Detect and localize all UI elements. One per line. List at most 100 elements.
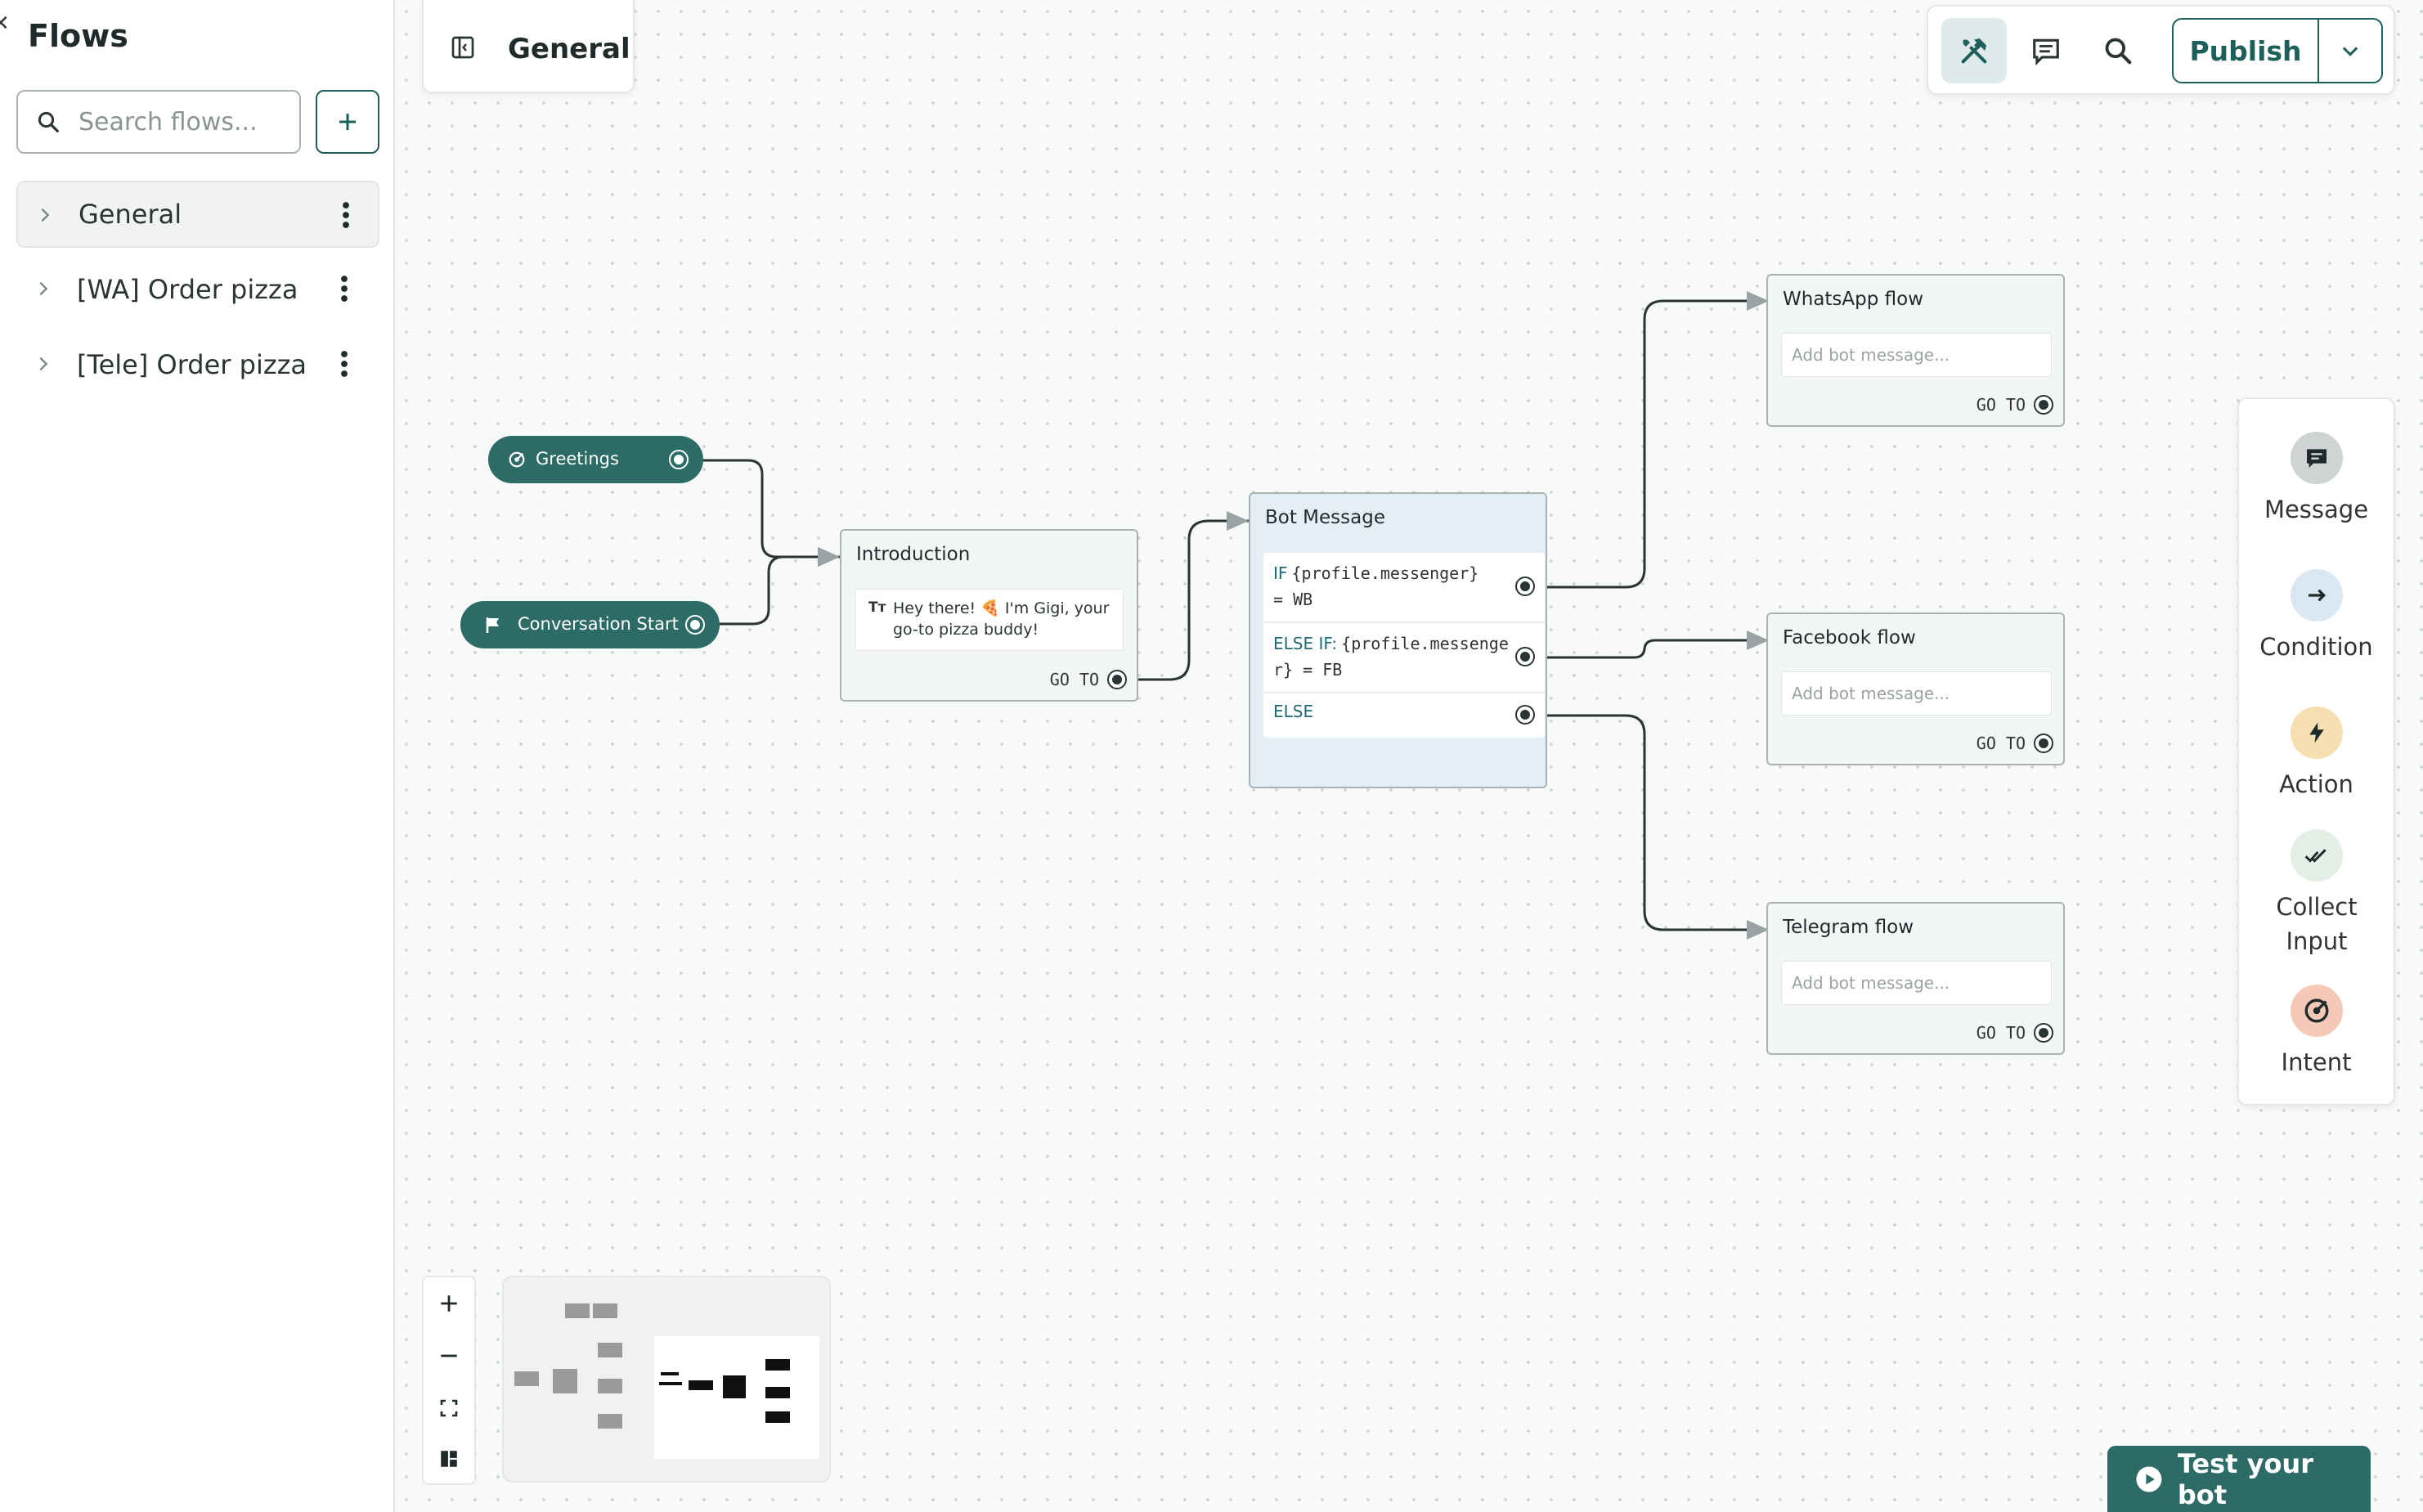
flow-title: General [508,33,630,65]
sidebar-title: Flows [28,18,128,54]
fit-view-button[interactable] [424,1382,474,1434]
minimap-node [553,1369,577,1393]
palette-item-condition[interactable]: Condition [2239,569,2394,664]
flow-item-tele-order-pizza[interactable]: [Tele] Order pizza [16,331,379,398]
output-port[interactable] [1515,647,1535,666]
flow-item-label: [WA] Order pizza [77,274,298,305]
palette-item-message[interactable]: Message [2239,432,2394,527]
output-port[interactable] [1107,670,1127,689]
output-port[interactable] [2034,734,2053,753]
minimap-node [765,1359,790,1371]
publish-button[interactable]: Publish [2174,20,2319,82]
minimap-node [659,1382,682,1385]
condition-keyword: ELSE IF: [1273,634,1338,653]
comments-button[interactable] [2013,18,2079,83]
palette-item-action[interactable]: Action [2239,707,2394,801]
publish-split-button: Publish [2172,18,2383,83]
canvas-search-button[interactable] [2085,18,2151,83]
palette-item-label: Collect Input [2276,893,2358,955]
flow-header-tab: General [422,0,635,93]
minimap-node [565,1303,590,1318]
fullscreen-icon [440,1399,458,1417]
more-options-icon[interactable] [339,349,349,379]
chevron-right-icon[interactable] [36,205,54,225]
output-port[interactable] [669,450,689,469]
goto-label: GO TO [1049,670,1099,689]
flow-item-wa-order-pizza[interactable]: [WA] Order pizza [16,256,379,323]
condition-keyword: IF [1273,563,1288,583]
tools-icon [1961,38,1987,64]
minimap-node [598,1379,622,1393]
goto-label: GO TO [1976,395,2026,415]
node-bot-message[interactable]: Bot Message IF {profile.messenger} = WB … [1249,492,1547,788]
node-title: Facebook flow [1783,627,1916,648]
search-flows-field[interactable] [16,90,301,154]
message-placeholder: Add bot message... [1792,345,1950,365]
close-icon[interactable]: ✕ [0,11,10,36]
auto-layout-button[interactable] [424,1433,474,1485]
more-options-icon[interactable] [341,200,351,230]
palette-item-label: Condition [2259,633,2373,661]
add-flow-button[interactable] [316,90,379,154]
node-facebook-flow[interactable]: Facebook flow Add bot message... GO TO [1766,612,2065,765]
flow-item-general[interactable]: General [16,181,379,248]
message-input[interactable]: Add bot message... [1781,671,2052,716]
message-bubble[interactable]: Tт Hey there! 🍕 I'm Gigi, your go-to piz… [855,589,1124,651]
condition-row-else[interactable]: ELSE [1263,693,1545,738]
output-port[interactable] [2034,395,2053,415]
chevron-right-icon[interactable] [34,279,52,298]
chevron-right-icon[interactable] [34,354,52,374]
chevron-down-icon [2342,47,2358,56]
publish-options-button[interactable] [2319,20,2381,82]
intent-icon [509,451,525,468]
palette-item-label: Message [2264,496,2369,523]
minimap-node [514,1371,539,1386]
flag-icon [486,617,499,633]
start-node-greetings[interactable]: Greetings [488,436,703,483]
node-introduction[interactable]: Introduction Tт Hey there! 🍕 I'm Gigi, y… [840,529,1138,702]
double-check-icon [2290,829,2343,882]
minimap-node [593,1303,617,1318]
zoom-in-button[interactable] [424,1277,474,1330]
message-input[interactable]: Add bot message... [1781,961,2052,1005]
minimap-node [598,1343,622,1357]
goto-label: GO TO [1976,1023,2026,1043]
minus-icon [441,1354,457,1357]
condition-row-else-if[interactable]: ELSE IF: {profile.messenger} = FB [1263,623,1545,693]
more-options-icon[interactable] [339,274,349,303]
node-telegram-flow[interactable]: Telegram flow Add bot message... GO TO [1766,902,2065,1055]
goto-label: GO TO [1976,734,2026,753]
output-port[interactable] [1515,705,1535,725]
search-flows-input[interactable] [79,107,275,137]
start-node-conversation-start[interactable]: Conversation Start [460,601,720,648]
message-text: Hey there! 🍕 I'm Gigi, your go-to pizza … [893,599,1110,639]
output-port[interactable] [1515,577,1535,596]
start-node-label: Conversation Start [518,614,679,634]
target-icon [2290,985,2343,1037]
minimap-viewport[interactable] [654,1336,819,1459]
toggle-sidebar-icon[interactable] [450,34,476,61]
message-input[interactable]: Add bot message... [1781,333,2052,377]
condition-row-if[interactable]: IF {profile.messenger} = WB [1263,553,1545,623]
lightning-icon [2290,707,2343,759]
minimap-node [765,1387,790,1398]
plus-icon [339,114,356,130]
message-icon [2290,432,2343,484]
minimap-node [723,1375,746,1398]
condition-list: IF {profile.messenger} = WB ELSE IF: {pr… [1263,553,1545,738]
palette-item-intent[interactable]: Intent [2239,985,2394,1079]
zoom-out-button[interactable] [424,1330,474,1382]
text-type-icon: Tт [868,599,886,616]
output-port[interactable] [2034,1023,2053,1043]
search-icon [2105,38,2132,65]
build-mode-button[interactable] [1941,18,2007,83]
node-whatsapp-flow[interactable]: WhatsApp flow Add bot message... GO TO [1766,274,2065,427]
palette-item-label: Intent [2281,1048,2352,1076]
palette-item-collect-input[interactable]: Collect Input [2239,829,2394,958]
test-bot-label: Test your bot [2177,1447,2313,1510]
test-bot-button[interactable]: Test your bot [2107,1446,2371,1512]
message-placeholder: Add bot message... [1792,684,1950,703]
output-port[interactable] [685,615,705,635]
minimap-node [661,1372,679,1375]
minimap[interactable] [502,1276,831,1483]
